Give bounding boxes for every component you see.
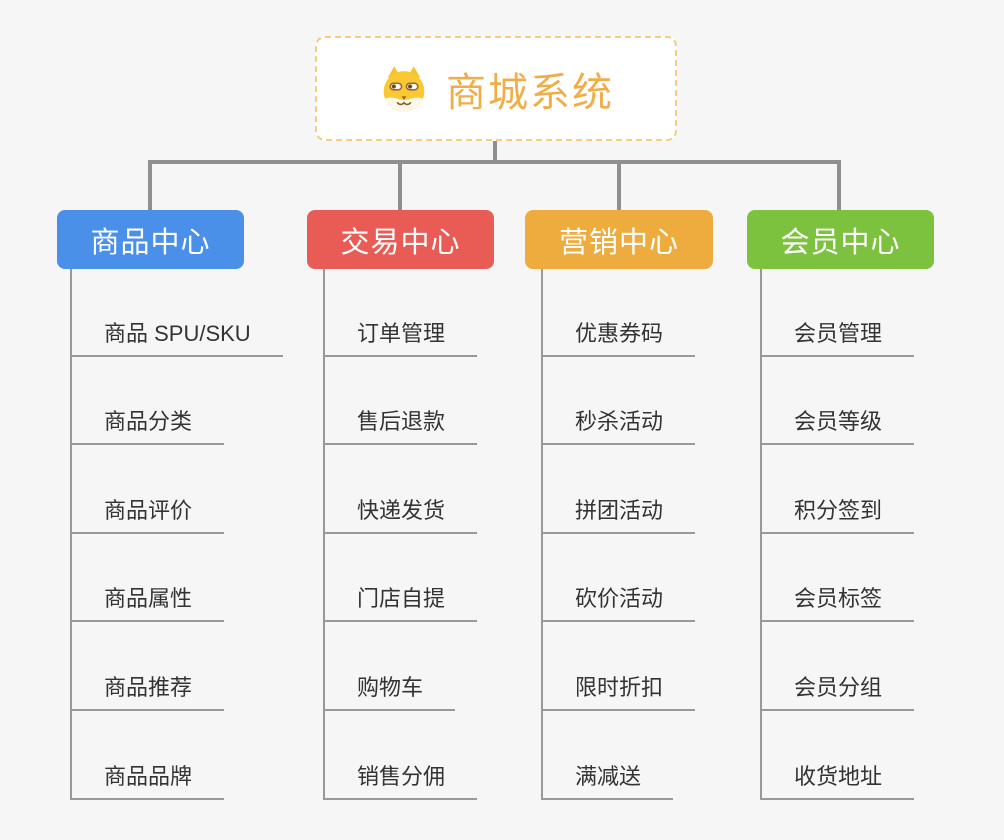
leaf-node[interactable]: 快递发货 (325, 493, 478, 534)
leaf-row: 优惠券码 (543, 268, 696, 357)
leaf-row: 购物车 (325, 622, 477, 711)
leaf-node[interactable]: 商品属性 (72, 581, 225, 623)
leaf-row: 会员管理 (762, 268, 915, 357)
connector-branch-stem (617, 160, 621, 210)
connector-branch-stem (398, 160, 402, 210)
leaf-node[interactable]: 商品分类 (72, 404, 225, 446)
leaf-node[interactable]: 会员等级 (762, 404, 915, 446)
leaf-row: 商品推荐 (72, 622, 283, 711)
leaf-row: 销售分佣 (325, 711, 478, 800)
leaf-node[interactable]: 订单管理 (325, 316, 478, 357)
leaf-row: 商品评价 (72, 445, 283, 534)
branch-node-marketing[interactable]: 营销中心 (525, 210, 713, 269)
leaf-row: 售后退款 (325, 357, 478, 446)
leaf-row: 收货地址 (762, 711, 915, 800)
leaf-node[interactable]: 限时折扣 (543, 670, 696, 711)
leaf-row: 拼团活动 (543, 445, 696, 534)
leaf-node[interactable]: 积分签到 (762, 493, 915, 534)
leaf-node[interactable]: 门店自提 (325, 581, 478, 623)
leaf-node[interactable]: 商品 SPU/SKU (72, 316, 283, 357)
root-node[interactable]: 商城系统 (315, 36, 677, 141)
branch-node-product[interactable]: 商品中心 (57, 210, 244, 269)
leaf-node[interactable]: 优惠券码 (543, 316, 696, 357)
leaf-row: 会员等级 (762, 357, 915, 446)
leaf-node[interactable]: 秒杀活动 (543, 404, 696, 446)
branch-children-product: 商品 SPU/SKU 商品分类商品评价商品属性商品推荐商品品牌 (70, 268, 283, 800)
leaf-node[interactable]: 会员管理 (762, 316, 915, 357)
leaf-node[interactable]: 销售分佣 (325, 759, 478, 800)
leaf-node[interactable]: 商品评价 (72, 493, 225, 534)
root-title: 商城系统 (446, 70, 614, 115)
connector-branch-stem (148, 160, 152, 210)
leaf-row: 商品属性 (72, 534, 283, 623)
connector-branch-stem (837, 160, 841, 210)
branch-node-trade[interactable]: 交易中心 (307, 210, 494, 269)
branch-node-member[interactable]: 会员中心 (747, 210, 934, 269)
leaf-row: 商品品牌 (72, 711, 283, 800)
leaf-row: 满减送 (543, 711, 695, 800)
leaf-row: 会员标签 (762, 534, 915, 623)
branch-children-trade: 订单管理售后退款快递发货门店自提购物车销售分佣 (323, 268, 478, 800)
leaf-row: 砍价活动 (543, 534, 696, 623)
connector-root-stem (493, 141, 497, 163)
leaf-node[interactable]: 收货地址 (762, 759, 915, 800)
leaf-node[interactable]: 售后退款 (325, 404, 478, 446)
branch-children-marketing: 优惠券码秒杀活动拼团活动砍价活动限时折扣满减送 (541, 268, 696, 800)
leaf-node[interactable]: 满减送 (543, 759, 674, 800)
leaf-row: 秒杀活动 (543, 357, 696, 446)
leaf-node[interactable]: 商品推荐 (72, 670, 225, 711)
leaf-node[interactable]: 会员标签 (762, 581, 915, 623)
leaf-node[interactable]: 购物车 (325, 670, 456, 711)
leaf-row: 订单管理 (325, 268, 478, 357)
dog-face-icon (383, 65, 425, 112)
leaf-node[interactable]: 会员分组 (762, 670, 915, 711)
leaf-node[interactable]: 拼团活动 (543, 493, 696, 534)
leaf-row: 商品 SPU/SKU (72, 268, 283, 357)
branch-children-member: 会员管理会员等级积分签到会员标签会员分组收货地址 (760, 268, 915, 800)
leaf-row: 门店自提 (325, 534, 478, 623)
leaf-row: 限时折扣 (543, 622, 696, 711)
leaf-row: 快递发货 (325, 445, 478, 534)
leaf-row: 商品分类 (72, 357, 283, 446)
leaf-row: 积分签到 (762, 445, 915, 534)
leaf-node[interactable]: 砍价活动 (543, 581, 696, 623)
connector-horizontal (148, 160, 841, 164)
leaf-row: 会员分组 (762, 622, 915, 711)
leaf-node[interactable]: 商品品牌 (72, 759, 225, 800)
